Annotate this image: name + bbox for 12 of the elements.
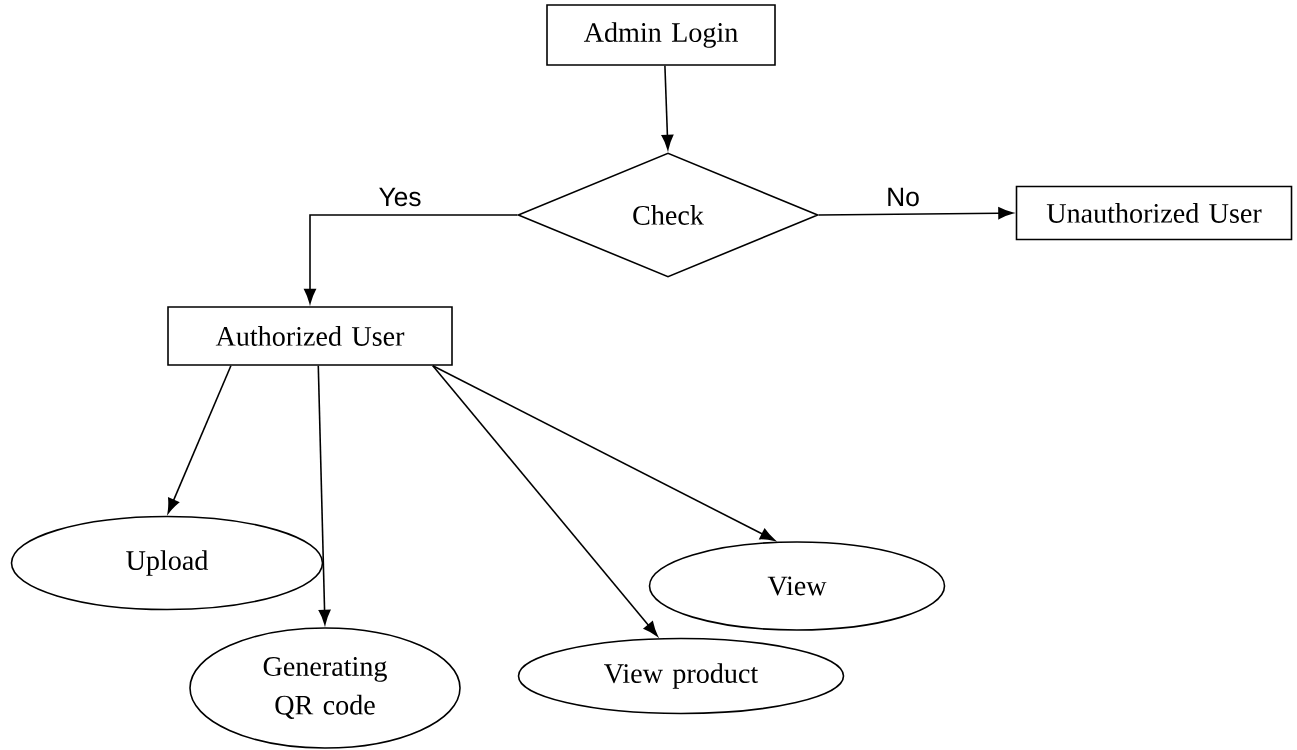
edge-label: No: [884, 186, 922, 208]
arrow: [304, 214, 518, 304]
process-box: Authorized User: [167, 306, 453, 366]
process-box: Admin Login: [546, 4, 776, 66]
process-box: Unauthorized User: [1015, 185, 1293, 241]
edge-label: Yes: [376, 186, 424, 208]
arrow: [432, 365, 658, 637]
arrow: [317, 365, 331, 625]
arrow: [432, 365, 776, 541]
arrow: [167, 365, 232, 514]
arrow: [818, 207, 1014, 220]
arrow: [661, 65, 674, 150]
